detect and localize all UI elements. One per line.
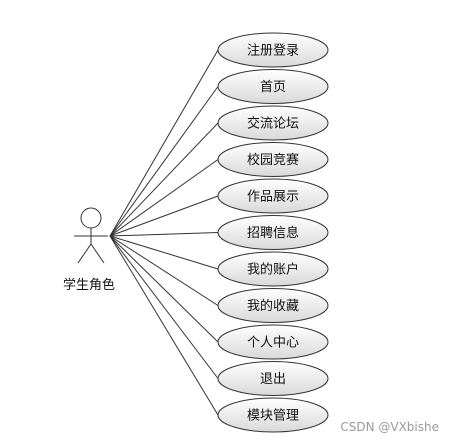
use-case-ellipse [217, 142, 329, 177]
association-line [109, 235, 219, 270]
association-line [109, 49, 219, 237]
use-case-label: 注册登录 [247, 44, 299, 59]
use-case-label: 校园竞赛 [247, 152, 299, 168]
use-case-ellipse [217, 397, 329, 433]
association-lines [109, 49, 219, 416]
association-line [109, 159, 219, 237]
use-case: 作品展示 [217, 178, 329, 214]
use-case-label: 作品展示 [247, 190, 299, 205]
use-case-label: 模块管理 [247, 409, 299, 424]
use-case-ellipse [217, 251, 329, 287]
association-line [109, 122, 219, 237]
association-line [109, 235, 219, 343]
use-case-label: 个人中心 [247, 336, 299, 351]
use-case-label: 招聘信息 [247, 225, 299, 241]
student-actor [74, 207, 108, 264]
use-case-ellipse [217, 69, 329, 104]
association-line [109, 195, 219, 237]
association-line [109, 232, 219, 237]
use-case: 校园竞赛 [217, 142, 329, 177]
use-case: 交流论坛 [217, 105, 329, 141]
actor-head [80, 207, 102, 229]
use-case-label: 我的收藏 [247, 298, 299, 314]
use-case-label: 交流论坛 [247, 116, 299, 132]
use-case-ellipse [217, 105, 329, 141]
use-case-ellipse [217, 178, 329, 214]
use-case-ellipse [217, 215, 329, 250]
use-case: 注册登录 [217, 32, 329, 68]
watermark: CSDN @VXbishe [340, 420, 439, 434]
association-line [109, 235, 219, 306]
actor-label: 学生角色 [62, 278, 115, 293]
use-case: 我的账户 [217, 251, 329, 287]
use-case: 首页 [217, 69, 329, 104]
use-case-ellipse [217, 324, 329, 360]
actor-right-leg [90, 243, 105, 264]
use-case: 招聘信息 [217, 215, 329, 250]
use-case: 模块管理 [217, 397, 329, 433]
association-line [109, 235, 219, 416]
use-case-ellipse [217, 288, 329, 323]
use-case-label: 我的账户 [247, 262, 299, 278]
use-case-label: 首页 [260, 80, 286, 95]
use-case: 我的收藏 [217, 288, 329, 323]
actor-left-leg [77, 243, 92, 264]
association-line [109, 86, 219, 237]
use-case: 个人中心 [217, 324, 329, 360]
use-case-ellipse [217, 361, 329, 396]
use-case-label: 退出 [260, 372, 286, 387]
use-case-ellipse [217, 32, 329, 68]
use-case: 退出 [217, 361, 329, 396]
association-line [109, 235, 219, 379]
